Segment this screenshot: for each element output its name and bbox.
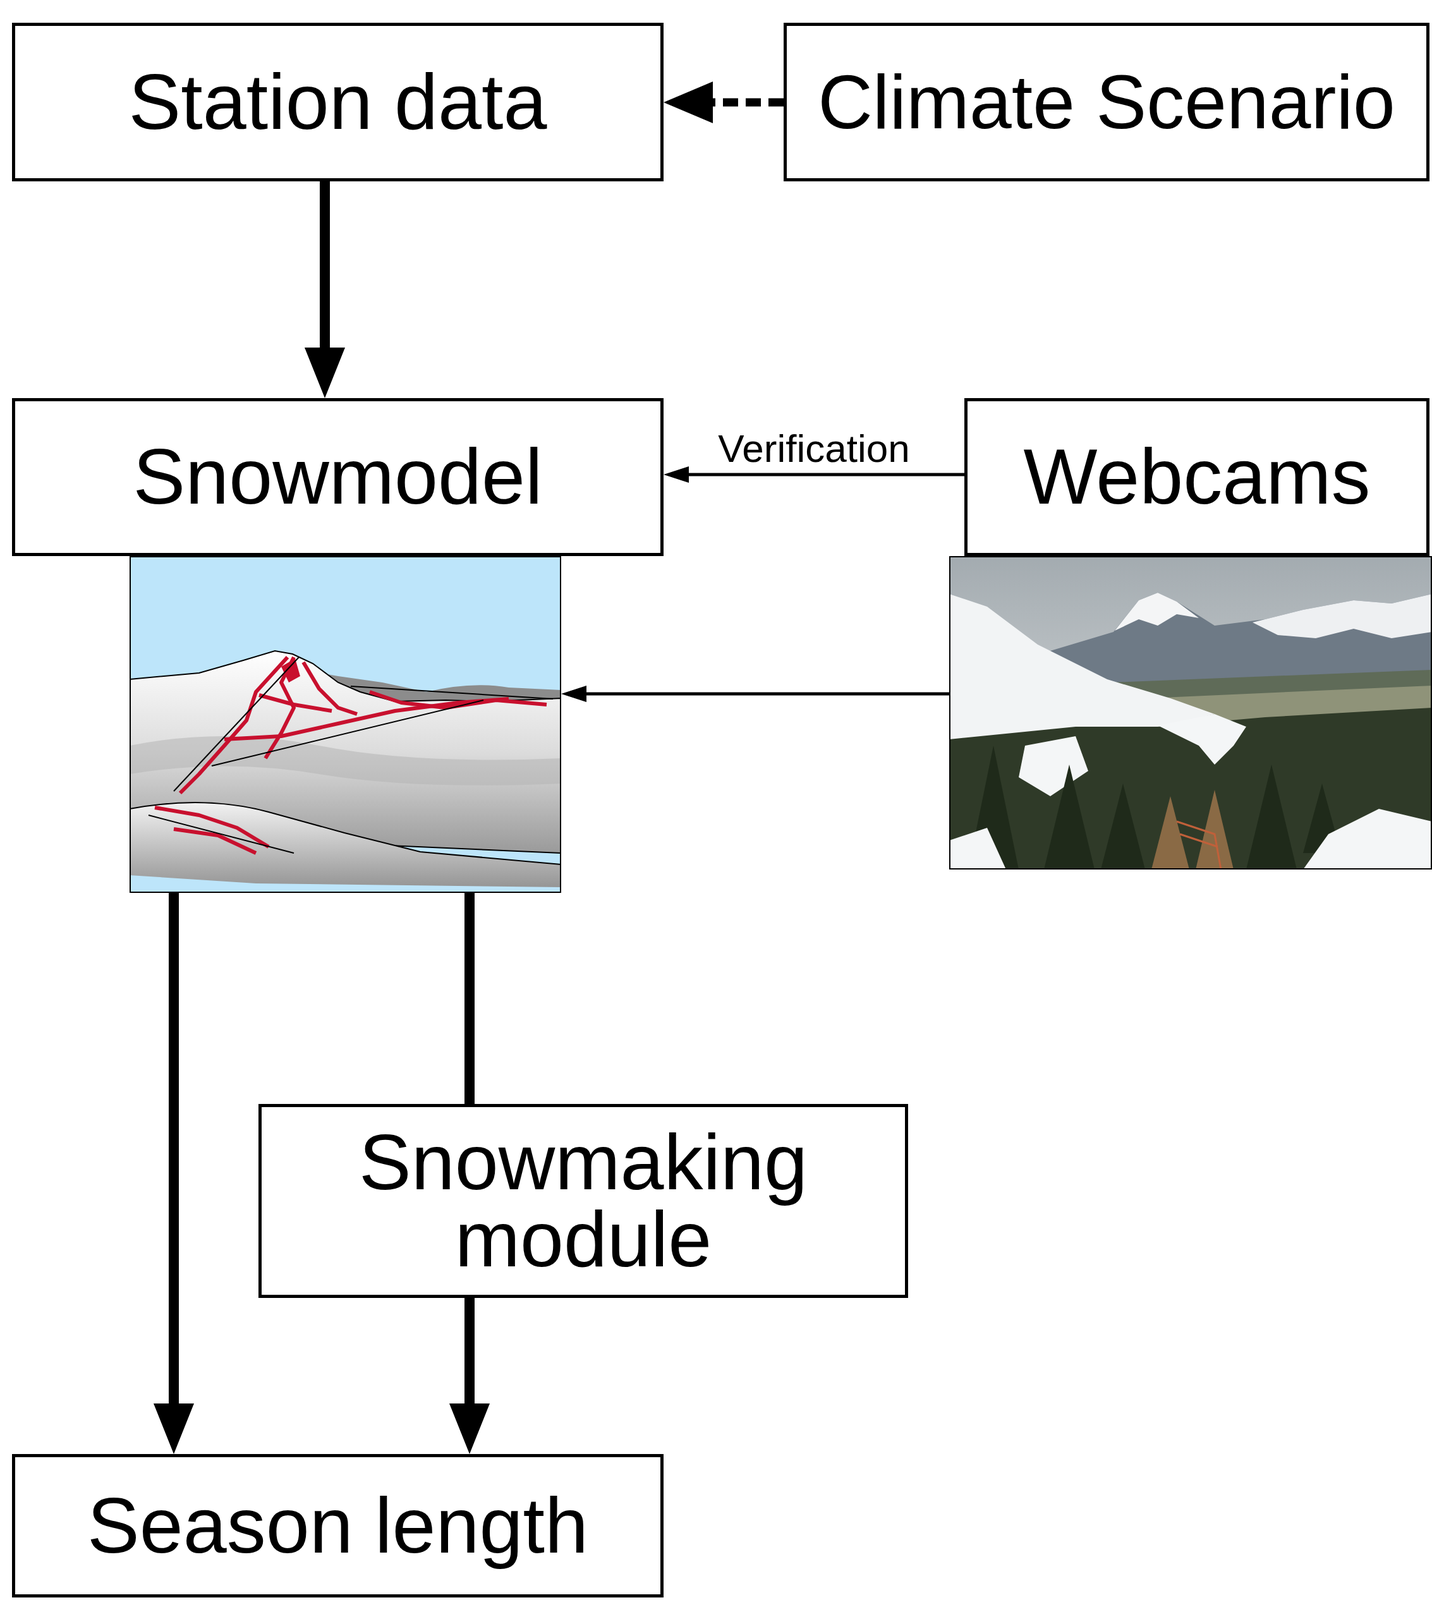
ski-slope [1018,736,1089,797]
tree [1246,764,1297,870]
larches [1151,789,1234,870]
ski-run [180,657,288,794]
box-label: Snowmaking module [289,1124,878,1278]
webcam-photo [949,556,1432,870]
ski-run [154,807,269,847]
ski-slope [1157,714,1247,765]
snow-cap [1114,592,1199,631]
snow-cap [1252,594,1432,639]
sky-gap [129,875,562,893]
snow-model-render [129,556,562,893]
box-label: Webcams [1023,438,1371,516]
process-box: Climate Scenario [783,22,1430,182]
arrow-head [663,466,689,483]
connector [304,181,346,399]
lift-line [350,686,553,699]
edge-label: Verification [715,427,912,471]
arrow-head [449,1403,490,1455]
lift-line [173,657,299,792]
fence [1176,821,1221,870]
trees [968,745,1341,870]
process-box: Snowmodel [12,398,664,557]
forest [949,707,1432,870]
process-box: Snowmaking module [258,1104,909,1299]
image-arrow [559,682,951,708]
arrow-head [663,81,713,124]
arrow-head [561,685,587,703]
arrow-head [304,347,346,399]
tree [1100,783,1146,870]
connector-line [319,181,330,351]
arrow-line [583,692,951,696]
connector-line [710,98,784,107]
larch [1151,796,1190,870]
arrow-head [153,1403,195,1455]
box-label: Climate Scenario [817,65,1396,140]
image-frame [130,556,561,893]
lower-slope [129,802,562,893]
connector-line [686,473,965,477]
lift-line [211,700,484,766]
sky [129,556,562,893]
box-label: Station data [128,63,548,141]
tree [1043,764,1095,870]
lift-lines [148,657,553,854]
image-frame [949,556,1432,869]
box-label: Season length [87,1487,589,1565]
ski-run [265,657,294,759]
sky [949,556,1432,870]
connector [449,1298,490,1455]
connector [663,81,784,124]
process-box: Webcams [964,398,1430,557]
lift-line [148,815,294,854]
ski-run [369,691,547,708]
foreground-snow [1303,808,1432,870]
process-box: Season length [12,1454,664,1598]
foreground-snow [949,827,1007,870]
connector-line [464,1298,475,1407]
ski-run [259,695,332,711]
process-box: Station data [12,22,664,182]
box-label: Snowmodel [133,438,543,516]
fence-line [1176,821,1221,870]
fence-line [1179,834,1218,847]
